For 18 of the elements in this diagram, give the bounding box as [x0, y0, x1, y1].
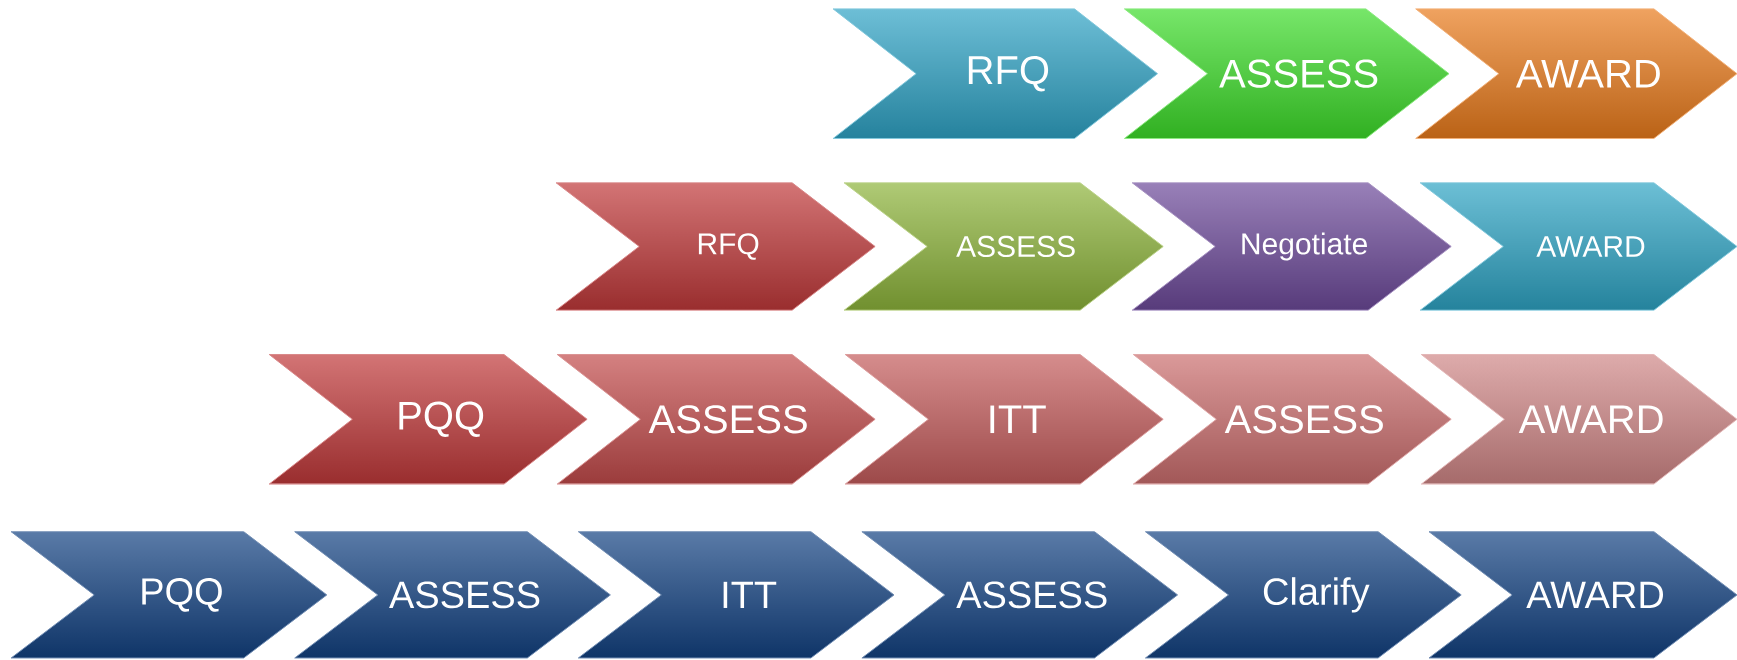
- chevron-step: ITT: [577, 531, 895, 659]
- chevron-step: AWARD: [1428, 531, 1737, 659]
- chevron-step: ITT: [844, 354, 1164, 485]
- chevron-step: ASSESS: [294, 531, 611, 659]
- chevron-step: ASSESS: [1123, 8, 1450, 139]
- chevron-step: RFQ: [832, 8, 1159, 139]
- chevron-step: ASSESS: [556, 354, 876, 485]
- chevron-step: AWARD: [1419, 182, 1737, 311]
- chevron-step: AWARD: [1415, 8, 1737, 139]
- chevron-step: ASSESS: [1132, 354, 1452, 485]
- chevron-step: AWARD: [1420, 354, 1737, 485]
- chevron-step: RFQ: [555, 182, 876, 311]
- chevron-step: ASSESS: [843, 182, 1164, 311]
- chevron-step: PQQ: [10, 531, 328, 659]
- chevron-step: Negotiate: [1131, 182, 1452, 311]
- chevron-step: ASSESS: [861, 531, 1179, 659]
- chevron-step: Clarify: [1144, 531, 1462, 659]
- chevron-step: PQQ: [268, 354, 588, 485]
